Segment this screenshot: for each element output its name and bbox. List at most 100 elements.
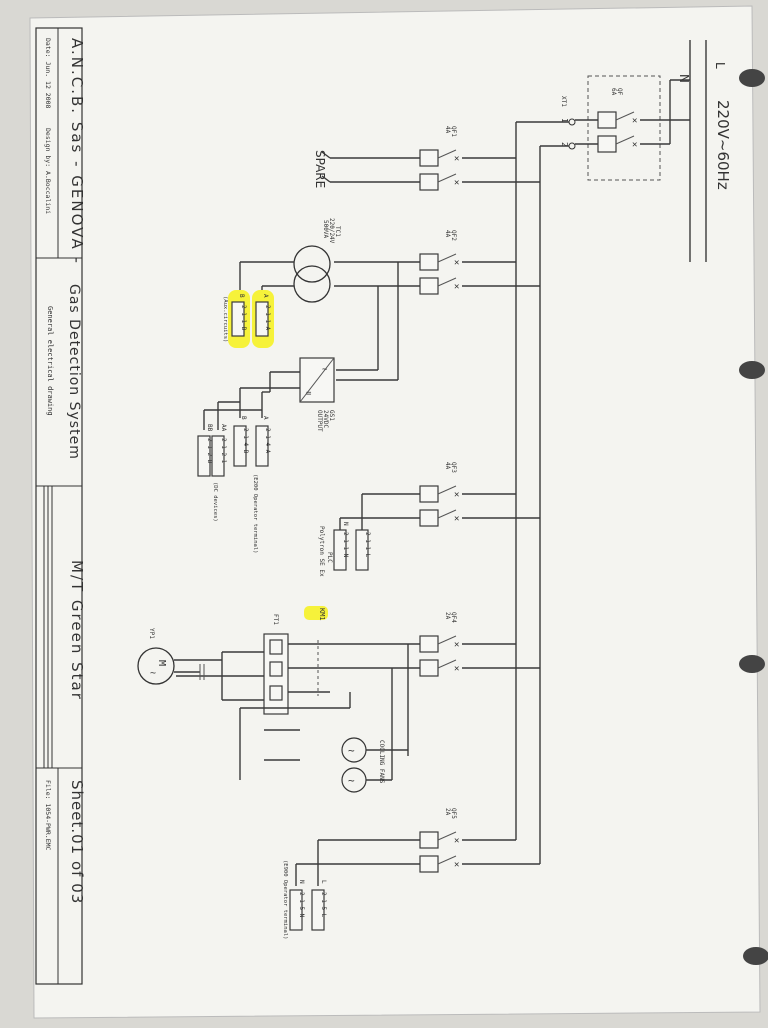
sheet-number: Sheet.01 of 03 [68, 780, 86, 904]
svg-text:✕: ✕ [454, 640, 459, 650]
svg-text:✕: ✕ [632, 140, 637, 150]
svg-text:2-1-1-B: 2-1-1-B [240, 305, 247, 331]
svg-text:FT1: FT1 [272, 614, 279, 625]
terminal-2: 2 [560, 142, 569, 147]
file-name: File: 1054-PWR.EMC [44, 780, 52, 851]
power-supply-gs1: ~ = GS1 24VDC OUTPUT [203, 262, 399, 432]
svg-text:✕: ✕ [454, 664, 459, 674]
svg-text:2-1-1-L: 2-1-1-L [364, 532, 371, 558]
svg-text:✕: ✕ [454, 860, 459, 870]
svg-text:✕: ✕ [454, 490, 459, 500]
svg-text:N: N [342, 522, 349, 526]
svg-text:(Aux.circuits): (Aux.circuits) [222, 296, 228, 342]
svg-text:~: ~ [150, 668, 156, 679]
svg-text:QF4: QF4 [450, 612, 457, 623]
svg-text:2-1-5-N: 2-1-5-N [298, 892, 305, 918]
svg-text:KM1: KM1 [318, 608, 326, 621]
vessel-name: M/T Green Star [68, 560, 86, 701]
svg-text:(E200 Operator terminal): (E200 Operator terminal) [252, 474, 258, 553]
aux-circuit-tags: 2-1-1-A 2-1-1-B A B (Aux.circuits) [222, 290, 274, 348]
svg-text:✕: ✕ [454, 258, 459, 268]
svg-text:TC1: TC1 [334, 226, 341, 237]
svg-text:~: ~ [322, 365, 328, 375]
svg-text:COOLING FANS: COOLING FANS [378, 740, 385, 784]
svg-text:2-1-5-L: 2-1-5-L [320, 892, 327, 918]
svg-text:M: M [156, 660, 167, 666]
svg-text:✕: ✕ [454, 836, 459, 846]
plc-tags: 2-1-1-L 2-1-1-N N PLC Polytron SE Ex [318, 522, 371, 577]
svg-text:QF3: QF3 [450, 462, 457, 473]
svg-text:QF5: QF5 [450, 808, 457, 819]
svg-text:24VDC: 24VDC [322, 410, 329, 428]
binder-rings [739, 69, 768, 965]
svg-text:B: B [238, 294, 245, 298]
svg-text:Polytron SE Ex: Polytron SE Ex [318, 526, 325, 577]
svg-text:2A: 2A [444, 612, 451, 620]
terminal-1: 1 [560, 118, 569, 123]
svg-text:✕: ✕ [454, 282, 459, 292]
breaker-qf1: QF1 4A ✕ ✕ [321, 126, 540, 191]
breaker-qf3: QF3 4A ✕ ✕ [339, 462, 540, 530]
dc-tags: A 2-1-4-A B 2-1-4-B AA 2-1-2-1 BB 2-1-2-… [197, 416, 271, 553]
breaker-qf5: QF5 2A ✕ ✕ [295, 808, 540, 886]
designer-label: Design by: A.Boccalini [44, 128, 52, 214]
svg-text:✕: ✕ [454, 178, 459, 188]
spare-label: SPARE [313, 150, 327, 188]
contactor-km1: KM1 FT1 [176, 606, 351, 780]
svg-text:YP1: YP1 [148, 628, 155, 639]
svg-text:L: L [320, 880, 327, 884]
phase-n-label: N [677, 74, 691, 83]
svg-text:(DC devices): (DC devices) [212, 482, 218, 522]
svg-text:2-1-4-A: 2-1-4-A [264, 428, 271, 454]
supply-lines: 220V~60Hz L N QF 6A ✕ ✕ XT1 1 2 [515, 40, 732, 864]
svg-text:2-1-4-B: 2-1-4-B [242, 428, 249, 454]
svg-text:500VA: 500VA [322, 220, 329, 238]
project-title: Gas Detection System [66, 284, 82, 460]
supply-rating: 220V~60Hz [714, 100, 732, 190]
breaker-qf2: QF2 4A ✕ ✕ [334, 230, 540, 295]
svg-text:B: B [240, 416, 247, 420]
svg-text:GS1: GS1 [328, 410, 335, 421]
svg-text:=: = [306, 389, 312, 399]
svg-text:~: ~ [348, 774, 355, 787]
svg-text:4A: 4A [444, 126, 451, 134]
svg-text:AA: AA [220, 424, 227, 432]
main-breaker-name: QF [616, 88, 623, 96]
svg-text:(E900 Operator terminal): (E900 Operator terminal) [282, 860, 288, 939]
svg-text:220/24V: 220/24V [328, 218, 335, 244]
svg-text:✕: ✕ [454, 514, 459, 524]
e900-tags: L 2-1-5-L N 2-1-5-N (E900 Operator termi… [282, 860, 327, 939]
svg-text:2-1-1-N: 2-1-1-N [342, 532, 349, 558]
svg-text:OUTPUT: OUTPUT [316, 410, 323, 432]
svg-text:✕: ✕ [454, 154, 459, 164]
svg-text:A: A [262, 416, 269, 420]
main-breaker-rating: 6A [610, 88, 617, 96]
svg-text:N: N [298, 880, 305, 884]
main-breaker: ✕ ✕ [597, 111, 637, 153]
svg-text:2-1-2-B: 2-1-2-B [206, 438, 213, 464]
svg-text:✕: ✕ [632, 116, 637, 126]
svg-text:PLC: PLC [326, 552, 333, 563]
svg-text:~: ~ [348, 744, 355, 757]
svg-text:4A: 4A [444, 230, 451, 238]
cooling-fans: ~ ~ COOLING FANS [341, 737, 408, 793]
svg-text:2-1-1-A: 2-1-1-A [264, 305, 271, 331]
phase-l-label: L [713, 62, 727, 69]
svg-text:2A: 2A [444, 808, 451, 816]
date-label: Date: Jun. 12 2008 [44, 38, 52, 109]
motor-yp1: M ~ YP1 [137, 628, 222, 685]
company-name: A.N.C.B. Sas - GENOVA - [68, 38, 86, 265]
svg-text:QF1: QF1 [450, 126, 457, 137]
svg-text:4A: 4A [444, 462, 451, 470]
svg-text:BB: BB [206, 424, 213, 432]
breaker-qf4: QF4 2A ✕ ✕ [330, 612, 540, 780]
title-block: A.N.C.B. Sas - GENOVA - Date: Jun. 12 20… [35, 27, 86, 985]
svg-text:A: A [262, 294, 269, 298]
svg-text:2-1-2-1: 2-1-2-1 [220, 438, 227, 464]
project-subtitle: General electrical drawing [46, 306, 54, 416]
paper-sheet [29, 5, 761, 1019]
svg-text:QF2: QF2 [450, 230, 457, 241]
terminal-xt1: XT1 [560, 96, 567, 107]
